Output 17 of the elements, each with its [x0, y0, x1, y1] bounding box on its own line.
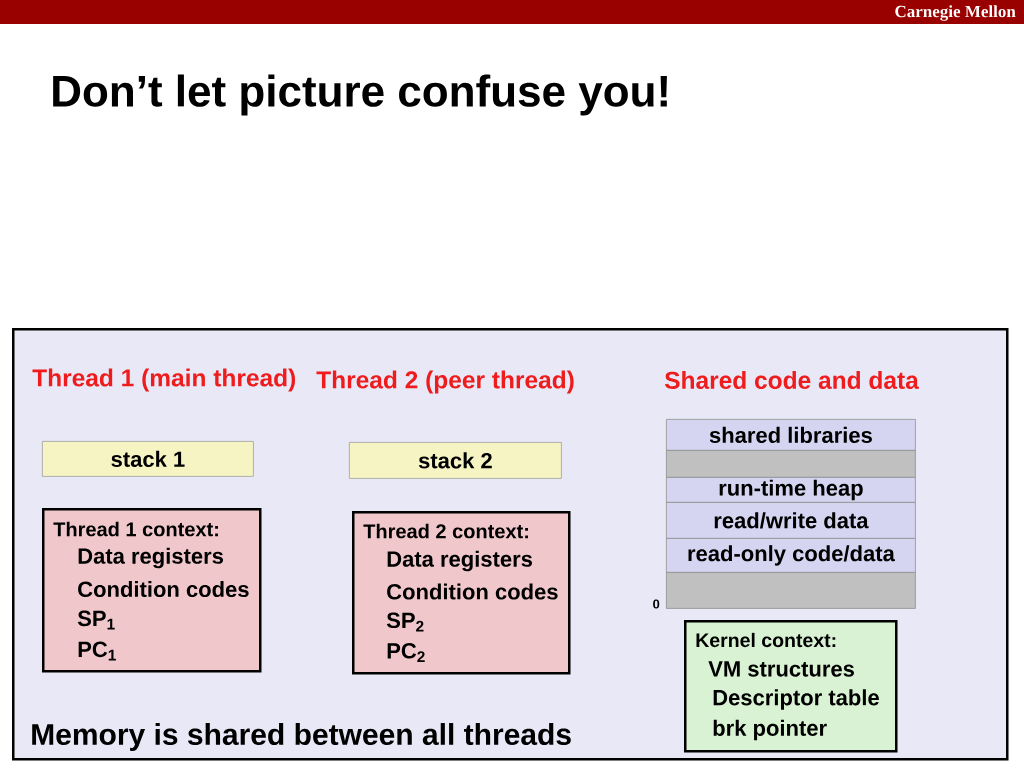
stack-box: stack 2 [349, 442, 562, 479]
column-heading: Thread 1 (main thread) [32, 368, 296, 392]
context-box: Kernel context: VM structures Descriptor table brk pointer [684, 620, 898, 753]
address-label: 0 [653, 599, 660, 609]
column-heading: Thread 2 (peer thread) [316, 370, 574, 394]
memory-segment [666, 572, 916, 609]
slide-title: Don’t let picture confuse you! [53, 74, 667, 116]
stack-box: stack 1 [42, 441, 254, 477]
memory-segment [666, 450, 916, 478]
memory-segment: read-only code/data [666, 538, 916, 573]
context-box: Thread 2 context: Data registers Condition codes SP$_{2}$ PC$_{2}$ [352, 511, 571, 675]
column-heading: Shared code and data [664, 371, 919, 389]
context-box: Thread 1 context: Data registers Condition codes SP$_{1}$ PC$_{1}$ [42, 508, 262, 673]
memory-segment: shared libraries [666, 419, 916, 451]
memory-segment: run-time heap [666, 477, 916, 503]
institution-name: Carnegie Mellon [895, 5, 1016, 21]
memory-segment: read/write data [666, 502, 916, 539]
